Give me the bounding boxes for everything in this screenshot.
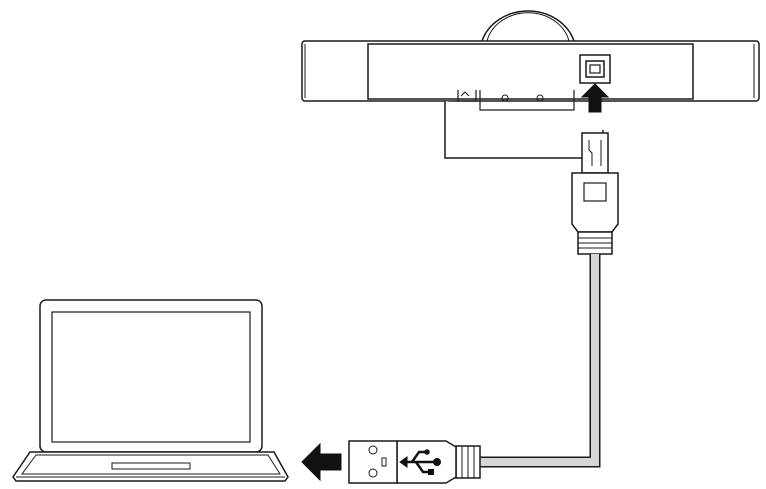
usb-a-tip-hole-bottom xyxy=(368,468,378,478)
device-usb-port-pin xyxy=(589,64,601,74)
usb-icon xyxy=(399,449,441,475)
usb-b-plug xyxy=(571,132,619,255)
device-screw-a xyxy=(501,94,509,102)
device-top-dome-inner xyxy=(486,12,570,42)
usb-b-plug-body xyxy=(571,172,619,233)
cable-outline xyxy=(478,254,601,468)
usb-b-plug-tip-detail xyxy=(588,140,602,166)
usb-a-tip-hole-top xyxy=(368,445,378,455)
usb-a-plug xyxy=(348,440,481,484)
arrow-left-to-computer xyxy=(301,442,342,482)
device-rear-bracket xyxy=(457,90,575,111)
device-usb-port-frame xyxy=(579,54,611,84)
arrow-up-to-port xyxy=(580,83,610,113)
laptop-keyboard-deck xyxy=(21,454,281,475)
usb-b-plug-logo-area xyxy=(583,182,607,202)
usb-a-tip-slot xyxy=(381,457,387,467)
usb-b-plug-tip xyxy=(581,132,609,174)
device-panel xyxy=(367,43,694,100)
laptop-screen xyxy=(51,311,251,443)
cable-fill xyxy=(478,254,599,466)
laptop xyxy=(12,299,289,482)
laptop-trackpad xyxy=(111,462,191,470)
device-top-dome xyxy=(481,10,575,42)
cable xyxy=(478,254,601,468)
device-screw-b xyxy=(536,94,544,102)
device-clip xyxy=(460,91,470,97)
device-usb-port xyxy=(585,60,605,78)
device xyxy=(301,10,760,159)
